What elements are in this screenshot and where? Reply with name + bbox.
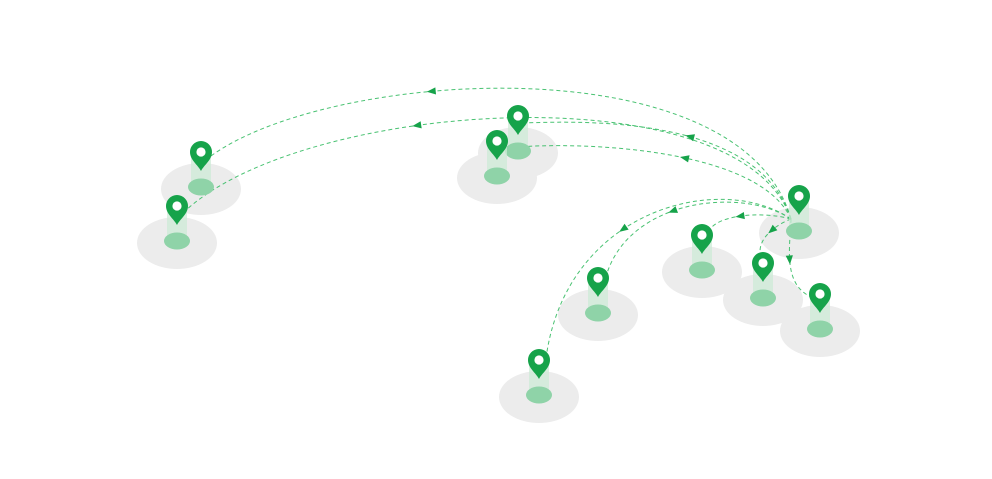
pin-hole bbox=[513, 111, 523, 121]
arrow-head-icon bbox=[680, 155, 690, 163]
pin-hole bbox=[172, 201, 182, 211]
pin-hole bbox=[593, 273, 603, 283]
pin-base bbox=[750, 289, 776, 307]
pin-hub bbox=[786, 185, 812, 240]
pin-hole bbox=[196, 147, 206, 157]
connector-south-center bbox=[603, 201, 792, 286]
arrow-head-icon bbox=[412, 121, 422, 129]
location-pins bbox=[164, 105, 833, 404]
connector-east-near bbox=[706, 214, 792, 243]
pin-base bbox=[807, 320, 833, 338]
pin-south bbox=[526, 349, 552, 404]
arrow-head-icon bbox=[619, 223, 629, 232]
pin-hole bbox=[697, 230, 707, 240]
arrow-head-icon bbox=[685, 134, 695, 142]
pin-hole bbox=[794, 191, 804, 201]
connector-north-center-top bbox=[523, 121, 792, 220]
pin-far-west-bottom bbox=[164, 195, 190, 250]
pin-east-mid bbox=[750, 252, 776, 307]
arrow-head-icon bbox=[785, 255, 793, 265]
pin-base bbox=[689, 261, 715, 279]
pin-south-center bbox=[585, 267, 611, 322]
connector-north-center-bottom bbox=[502, 145, 792, 220]
arrow-head-icon bbox=[668, 206, 679, 213]
arrow-head-icon bbox=[426, 87, 437, 95]
pin-east-near bbox=[689, 224, 715, 279]
pin-base bbox=[786, 222, 812, 240]
pin-hole bbox=[758, 258, 768, 268]
pin-base bbox=[164, 232, 190, 250]
pin-far-west-top bbox=[188, 141, 214, 196]
connections bbox=[182, 87, 827, 368]
connector-far-west-top bbox=[206, 87, 792, 220]
connector-south bbox=[544, 198, 792, 368]
pin-base bbox=[484, 167, 510, 185]
arrow-head-icon bbox=[768, 224, 778, 234]
pin-hole bbox=[492, 136, 502, 146]
pin-base bbox=[585, 304, 611, 322]
pin-base bbox=[505, 142, 531, 160]
pin-east-far bbox=[807, 283, 833, 338]
pin-north-center-bottom bbox=[484, 130, 510, 185]
pin-base bbox=[188, 178, 214, 196]
arrow-head-icon bbox=[735, 211, 745, 220]
connector-far-west-bottom bbox=[182, 117, 792, 220]
pin-hole bbox=[534, 355, 544, 365]
pin-base bbox=[526, 386, 552, 404]
pin-north-center-top bbox=[505, 105, 531, 160]
pin-hole bbox=[815, 289, 825, 299]
